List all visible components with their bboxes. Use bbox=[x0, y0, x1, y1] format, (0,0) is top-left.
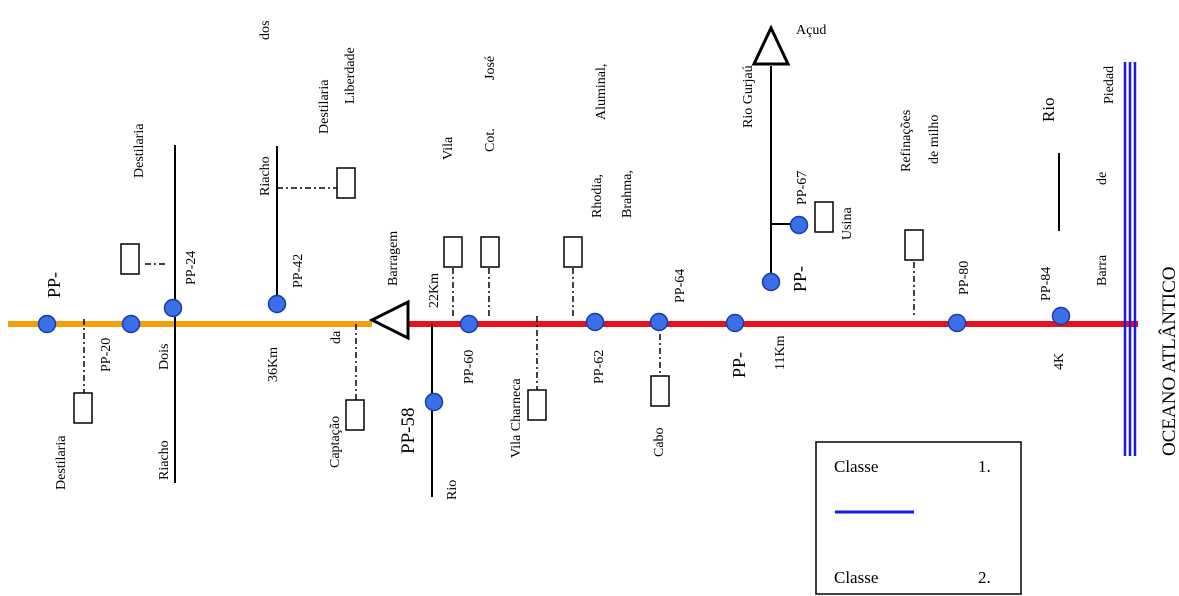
label-pp80: PP-80 bbox=[957, 261, 972, 295]
station-pp60 bbox=[459, 314, 479, 334]
label-pp60: PP-60 bbox=[462, 350, 477, 384]
legend: Classe 1. Classe 2. bbox=[815, 441, 1022, 595]
intake-box-vila bbox=[443, 236, 463, 268]
intake-box-cabo bbox=[650, 375, 670, 407]
label-rio-bottom: Rio bbox=[445, 480, 460, 500]
legend-class2-num: 2. bbox=[978, 568, 991, 587]
label-acud: Açud bbox=[796, 23, 826, 38]
station-pp-left bbox=[37, 314, 57, 334]
label-pp20: PP-20 bbox=[99, 338, 114, 372]
label-oceano: OCEANO ATLÂNTICO bbox=[1158, 267, 1179, 456]
label-pp-upper: PP- bbox=[790, 266, 810, 292]
label-destilaria-top: Destilaria bbox=[132, 123, 147, 178]
intake-box-captacao bbox=[345, 399, 365, 431]
label-aluminal: Aluminal, bbox=[594, 64, 609, 120]
label-dos: dos bbox=[258, 21, 273, 40]
label-vila: Vila bbox=[441, 136, 456, 160]
intake-box-vila-charneca bbox=[527, 389, 547, 421]
intake-box-rhodia bbox=[563, 236, 583, 268]
intake-box-refinacoes bbox=[904, 229, 924, 261]
label-vila-charneca: Vila Charneca bbox=[509, 378, 524, 458]
label-captacao: Captação bbox=[328, 416, 343, 468]
place-labels: Destilaria Destilaria Dois Riacho Riacho… bbox=[54, 21, 1179, 500]
label-cabo: Cabo bbox=[652, 427, 667, 457]
label-rio-gurjau: Rio Gurjaú bbox=[741, 65, 756, 128]
station-pp58 bbox=[424, 392, 444, 412]
intake-box-destilaria-left bbox=[73, 392, 93, 424]
station-pp62 bbox=[585, 312, 605, 332]
label-pp-left: PP- bbox=[44, 272, 64, 298]
label-usina: Usina bbox=[840, 207, 855, 240]
label-riacho-top: Riacho bbox=[258, 156, 273, 196]
intake-connectors bbox=[83, 187, 915, 400]
intake-box-cot-jose bbox=[480, 236, 500, 268]
label-refinacoes: Refinações bbox=[899, 110, 914, 172]
label-destilaria-lib-1: Destilaria bbox=[317, 79, 332, 134]
label-brahma: Brahma, bbox=[620, 170, 635, 218]
label-4k: 4K bbox=[1052, 353, 1067, 370]
label-rio-right: Rio bbox=[1039, 97, 1058, 122]
label-22km: 22Km bbox=[427, 273, 442, 308]
intake-box-usina bbox=[814, 201, 834, 233]
label-cot: Cot. bbox=[483, 128, 498, 152]
station-pp64 bbox=[649, 312, 669, 332]
intake-boxes bbox=[73, 167, 924, 431]
label-36km: 36Km bbox=[266, 347, 281, 382]
station-pp67 bbox=[789, 215, 809, 235]
station-labels: PP- PP-20 PP-24 PP-42 PP-58 PP-60 PP-62 … bbox=[44, 171, 1054, 454]
label-pp64: PP-64 bbox=[673, 269, 688, 303]
legend-box bbox=[815, 441, 1022, 595]
station-pp-mid bbox=[725, 313, 745, 333]
label-11km: 11Km bbox=[773, 335, 788, 370]
legend-class2-label: Classe bbox=[834, 568, 878, 587]
label-piedad: Piedad bbox=[1102, 66, 1117, 104]
legend-class1-label: Classe bbox=[834, 457, 878, 476]
station-pp80 bbox=[947, 313, 967, 333]
label-rhodia: Rhodia, bbox=[590, 174, 605, 218]
intake-box-destilaria-top bbox=[120, 243, 140, 275]
label-riacho-bottom: Riacho bbox=[157, 440, 172, 480]
label-destilaria-lib-2: Liberdade bbox=[343, 47, 358, 104]
station-pp24 bbox=[163, 298, 183, 318]
acude-dam-icon bbox=[751, 24, 791, 66]
label-pp67: PP-67 bbox=[795, 171, 810, 205]
label-dois: Dois bbox=[157, 344, 172, 370]
station-pp20 bbox=[121, 314, 141, 334]
legend-class1-num: 1. bbox=[978, 457, 991, 476]
station-pp-upper bbox=[761, 272, 781, 292]
barragem-dam-icon bbox=[368, 299, 410, 341]
label-pp62: PP-62 bbox=[592, 350, 607, 384]
label-de: de bbox=[1095, 172, 1110, 185]
label-jose: José bbox=[483, 56, 498, 80]
label-destilaria-left: Destilaria bbox=[54, 435, 69, 490]
label-pp58: PP-58 bbox=[398, 408, 419, 454]
label-barra: Barra bbox=[1095, 254, 1110, 286]
intake-box-destilaria-liberdade bbox=[336, 167, 356, 199]
label-pp-mid: PP- bbox=[729, 352, 749, 378]
station-pp84 bbox=[1051, 306, 1071, 326]
label-da: da bbox=[329, 330, 344, 344]
label-barragem: Barragem bbox=[386, 231, 401, 286]
ocean-boundary bbox=[1123, 62, 1137, 456]
station-pp42 bbox=[267, 294, 287, 314]
label-pp84: PP-84 bbox=[1039, 267, 1054, 301]
label-pp42: PP-42 bbox=[291, 254, 306, 288]
label-pp24: PP-24 bbox=[184, 251, 199, 285]
label-de-milho: de milho bbox=[927, 115, 942, 164]
monitoring-stations bbox=[37, 215, 1071, 412]
